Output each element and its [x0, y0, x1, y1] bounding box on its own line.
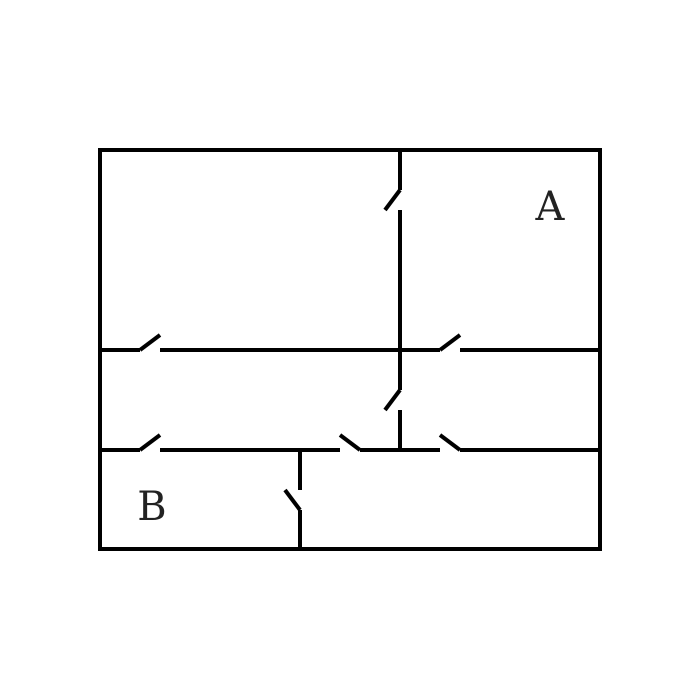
door-h450-middle	[338, 433, 362, 452]
room-label-b: B	[137, 484, 166, 530]
door-h350-left	[138, 333, 162, 352]
door-upper-vertical	[383, 188, 402, 212]
door-h350-right	[438, 333, 462, 352]
door-h450-left	[138, 433, 162, 452]
door-lower-vertical	[283, 488, 302, 512]
door-h450-right	[438, 433, 462, 452]
door-middle-vertical	[383, 388, 402, 412]
room-label-a: A	[535, 184, 566, 230]
